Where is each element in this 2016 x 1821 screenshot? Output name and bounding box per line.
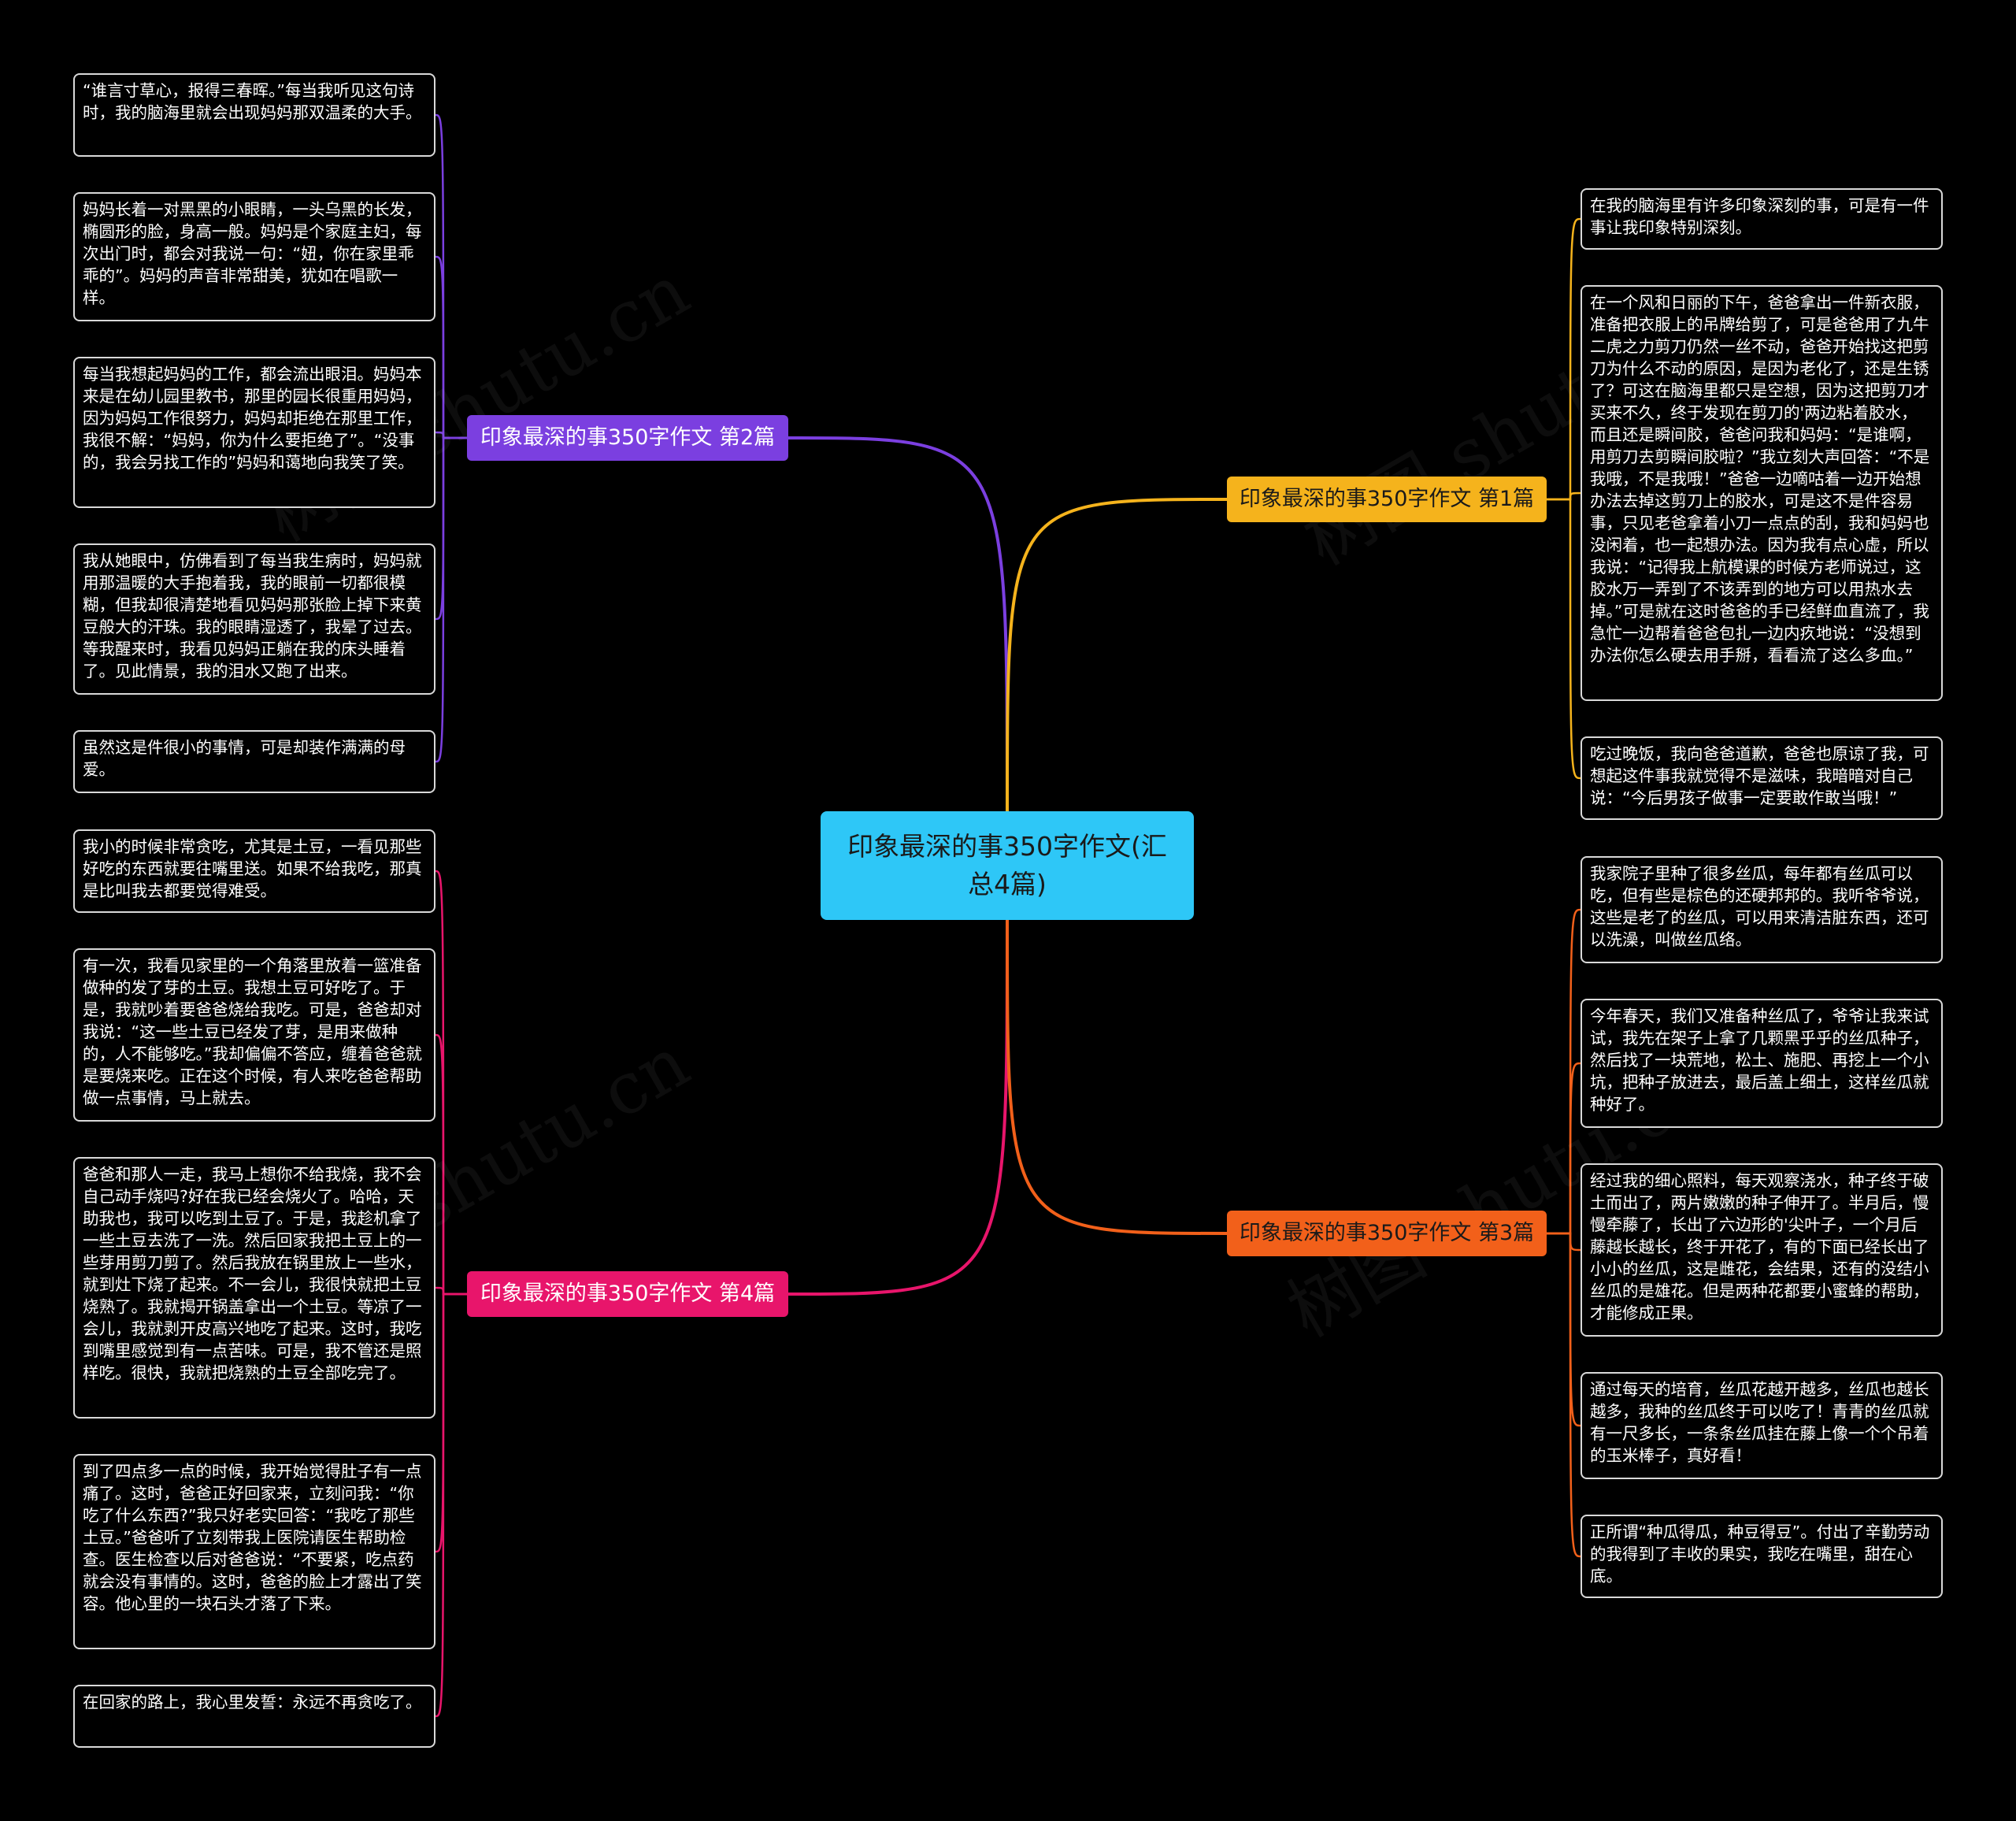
leaf-node[interactable]: 正所谓“种瓜得瓜，种豆得豆”。付出了辛勤劳动的我得到了丰收的果实，我吃在嘴里，甜… [1581, 1515, 1943, 1598]
leaf-connector [435, 1293, 467, 1718]
leaf-connector [1547, 1232, 1581, 1252]
leaf-text: 爸爸和那人一走，我马上想你不给我烧，我不会自己动手烧吗?好在我已经会烧火了。哈哈… [83, 1165, 422, 1382]
leaf-text: 吃过晚饭，我向爸爸道歉，爸爸也原谅了我，可想起这件事我就觉得不是滋味，我暗暗对自… [1590, 744, 1929, 807]
branch-label: 印象最深的事350字作文 第2篇 [480, 425, 776, 450]
leaf-node[interactable]: 我小的时候非常贪吃，尤其是土豆，一看见那些好吃的东西就要往嘴里送。如果不给我吃，… [73, 829, 435, 913]
branch-connector [788, 919, 1009, 1296]
leaf-node[interactable]: 在我的脑海里有许多印象深刻的事，可是有一件事让我印象特别深刻。 [1581, 188, 1943, 250]
leaf-node[interactable]: 通过每天的培育，丝瓜花越开越多，丝瓜也越长越多，我种的丝瓜终于可以吃了！青青的丝… [1581, 1372, 1943, 1479]
leaf-text: 有一次，我看见家里的一个角落里放着一篮准备做种的发了芽的土豆。我想土豆可好吃了。… [83, 956, 422, 1107]
root-label: 印象最深的事350字作文(汇总4篇) [847, 831, 1167, 899]
leaf-connector [435, 255, 467, 439]
leaf-text: 我小的时候非常贪吃，尤其是土豆，一看见那些好吃的东西就要往嘴里送。如果不给我吃，… [83, 837, 422, 900]
leaf-text: 在我的脑海里有许多印象深刻的事，可是有一件事让我印象特别深刻。 [1590, 196, 1929, 237]
root-node[interactable]: 印象最深的事350字作文(汇总4篇) [821, 811, 1194, 920]
leaf-node[interactable]: 吃过晚饭，我向爸爸道歉，爸爸也原谅了我，可想起这件事我就觉得不是滋味，我暗暗对自… [1581, 736, 1943, 820]
leaf-node[interactable]: “谁言寸草心，报得三春晖。”每当我听见这句诗时，我的脑海里就会出现妈妈那双温柔的… [73, 73, 435, 157]
leaf-connector [1547, 1062, 1581, 1235]
leaf-connector [1547, 217, 1581, 501]
leaf-node[interactable]: 经过我的细心照料，每天观察浇水，种子终于破土而出了，两片嫩嫩的种子伸开了。半月后… [1581, 1163, 1943, 1337]
leaf-node[interactable]: 在回家的路上，我心里发誓：永远不再贪吃了。 [73, 1685, 435, 1748]
branch-node-part4[interactable]: 印象最深的事350字作文 第4篇 [467, 1271, 788, 1317]
leaf-connector [435, 1293, 467, 1553]
leaf-text: 妈妈长着一对黑黑的小眼睛，一头乌黑的长发，椭圆形的脸，身高一般。妈妈是个家庭主妇… [83, 200, 422, 307]
branch-label: 印象最深的事350字作文 第4篇 [480, 1281, 776, 1306]
leaf-node[interactable]: 有一次，我看见家里的一个角落里放着一篮准备做种的发了芽的土豆。我想土豆可好吃了。… [73, 948, 435, 1122]
branch-label: 印象最深的事350字作文 第3篇 [1239, 1221, 1535, 1245]
leaf-node[interactable]: 妈妈长着一对黑黑的小眼睛，一头乌黑的长发，椭圆形的脸，身高一般。妈妈是个家庭主妇… [73, 192, 435, 321]
leaf-node[interactable]: 爸爸和那人一走，我马上想你不给我烧，我不会自己动手烧吗?好在我已经会烧火了。哈哈… [73, 1157, 435, 1419]
leaf-connector [1547, 498, 1581, 780]
branch-connector [788, 436, 1009, 812]
leaf-connector [435, 436, 467, 621]
leaf-connector [1547, 1232, 1581, 1427]
branch-connector [1006, 498, 1228, 812]
leaf-connector [435, 1033, 467, 1296]
leaf-connector [1547, 1232, 1581, 1558]
branch-label: 印象最深的事350字作文 第1篇 [1239, 487, 1535, 511]
leaf-text: “谁言寸草心，报得三春晖。”每当我听见这句诗时，我的脑海里就会出现妈妈那双温柔的… [83, 81, 422, 122]
branch-node-part1[interactable]: 印象最深的事350字作文 第1篇 [1227, 477, 1547, 522]
branch-node-part2[interactable]: 印象最深的事350字作文 第2篇 [467, 415, 788, 461]
leaf-text: 每当我想起妈妈的工作，都会流出眼泪。妈妈本来是在幼儿园里教书，那里的园长很重用妈… [83, 365, 422, 472]
leaf-node[interactable]: 每当我想起妈妈的工作，都会流出眼泪。妈妈本来是在幼儿园里教书，那里的园长很重用妈… [73, 357, 435, 508]
leaf-text: 到了四点多一点的时候，我开始觉得肚子有一点痛了。这时，爸爸正好回家来，立刻问我：… [83, 1462, 422, 1613]
leaf-node[interactable]: 今年春天，我们又准备种丝瓜了，爷爷让我来试试，我先在架子上拿了几颗黑乎乎的丝瓜种… [1581, 999, 1943, 1128]
leaf-text: 今年春天，我们又准备种丝瓜了，爷爷让我来试试，我先在架子上拿了几颗黑乎乎的丝瓜种… [1590, 1007, 1929, 1114]
leaf-connector [435, 870, 467, 1296]
leaf-node[interactable]: 我从她眼中，仿佛看到了每当我生病时，妈妈就用那温暖的大手抱着我，我的眼前一切都很… [73, 543, 435, 695]
leaf-connector [435, 113, 467, 439]
leaf-text: 经过我的细心照料，每天观察浇水，种子终于破土而出了，两片嫩嫩的种子伸开了。半月后… [1590, 1171, 1929, 1322]
leaf-text: 我家院子里种了很多丝瓜，每年都有丝瓜可以吃，但有些是棕色的还硬邦邦的。我听爷爷说… [1590, 864, 1929, 949]
leaf-text: 正所谓“种瓜得瓜，种豆得豆”。付出了辛勤劳动的我得到了丰收的果实，我吃在嘴里，甜… [1590, 1522, 1930, 1585]
branch-connector [1006, 919, 1228, 1235]
leaf-text: 虽然这是件很小的事情，可是却装作满满的母爱。 [83, 738, 406, 779]
leaf-node[interactable]: 我家院子里种了很多丝瓜，每年都有丝瓜可以吃，但有些是棕色的还硬邦邦的。我听爷爷说… [1581, 856, 1943, 963]
leaf-text: 我从她眼中，仿佛看到了每当我生病时，妈妈就用那温暖的大手抱着我，我的眼前一切都很… [83, 551, 422, 681]
branch-node-part3[interactable]: 印象最深的事350字作文 第3篇 [1227, 1211, 1547, 1256]
leaf-connector [1547, 908, 1581, 1235]
leaf-node[interactable]: 虽然这是件很小的事情，可是却装作满满的母爱。 [73, 730, 435, 793]
leaf-text: 在一个风和日丽的下午，爸爸拿出一件新衣服，准备把衣服上的吊牌给剪了，可是爸爸用了… [1590, 293, 1930, 665]
leaf-connector [435, 436, 467, 763]
leaf-text: 在回家的路上，我心里发誓：永远不再贪吃了。 [83, 1693, 422, 1712]
leaf-node[interactable]: 到了四点多一点的时候，我开始觉得肚子有一点痛了。这时，爸爸正好回家来，立刻问我：… [73, 1454, 435, 1649]
leaf-text: 通过每天的培育，丝瓜花越开越多，丝瓜也越长越多，我种的丝瓜终于可以吃了！青青的丝… [1590, 1380, 1929, 1465]
leaf-node[interactable]: 在一个风和日丽的下午，爸爸拿出一件新衣服，准备把衣服上的吊牌给剪了，可是爸爸用了… [1581, 285, 1943, 701]
